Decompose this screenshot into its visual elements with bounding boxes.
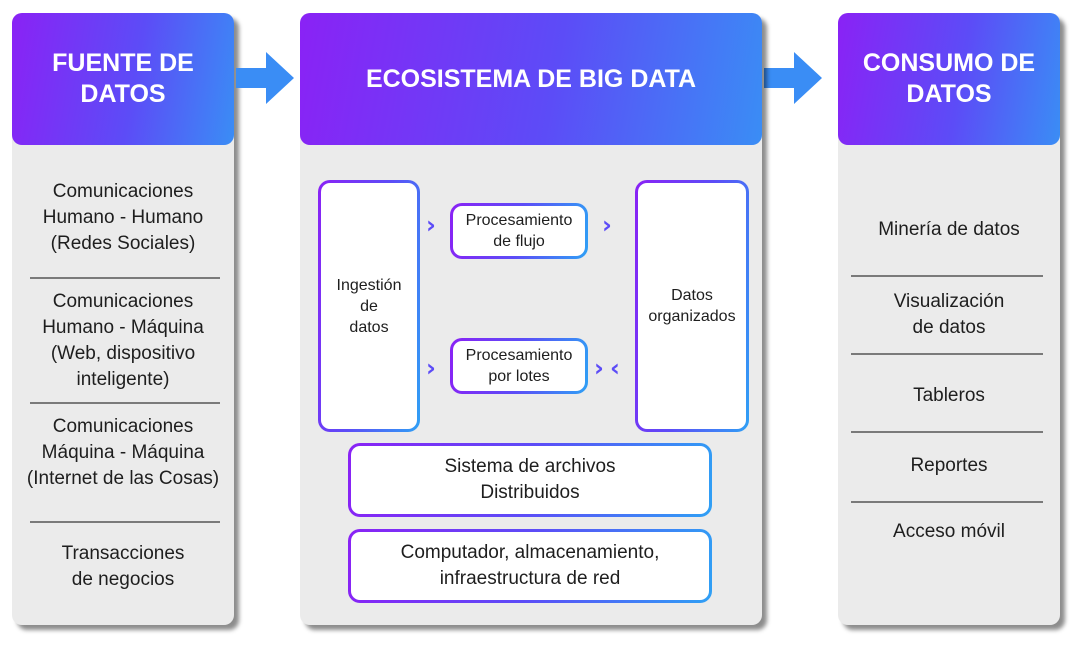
source-header: FUENTE DE DATOS — [12, 13, 234, 145]
ingestion-box: Ingestión de datos — [318, 180, 420, 432]
source-item: Comunicaciones Humano - Máquina (Web, di… — [42, 291, 204, 390]
ecosystem-header: ECOSISTEMA DE BIG DATA — [300, 13, 762, 145]
consumption-panel: CONSUMO DE DATOS Minería de datos Visual… — [838, 13, 1060, 625]
organized-data-box: Datos organizados — [635, 180, 749, 432]
ecosystem-panel: ECOSISTEMA DE BIG DATA Ingestión de dato… — [300, 13, 762, 625]
batch-processing-box: Procesamiento por lotes — [450, 338, 588, 394]
source-item: Comunicaciones Humano - Humano (Redes So… — [42, 181, 204, 254]
distributed-filesystem-box: Sistema de archivos Distribuidos — [348, 443, 712, 517]
arrow-right-icon — [236, 52, 294, 104]
consumption-item: Acceso móvil — [893, 521, 1005, 542]
divider — [851, 501, 1043, 503]
source-panel: FUENTE DE DATOS Comunicaciones Humano - … — [12, 13, 234, 625]
consumption-item: Reportes — [910, 455, 988, 476]
divider — [30, 521, 220, 523]
consumption-header: CONSUMO DE DATOS — [838, 13, 1060, 145]
chevron-right-icon: › — [602, 211, 612, 239]
consumption-item: Minería de datos — [878, 219, 1020, 240]
divider — [851, 275, 1043, 277]
stream-processing-box: Procesamiento de flujo — [450, 203, 588, 259]
infrastructure-box: Computador, almacenamiento, infraestruct… — [348, 529, 712, 603]
chevron-left-icon: ‹ — [610, 354, 620, 382]
divider — [851, 431, 1043, 433]
chevron-right-icon: › — [594, 354, 604, 382]
source-item: Transacciones de negocios — [61, 543, 185, 590]
divider — [30, 402, 220, 404]
divider — [851, 353, 1043, 355]
source-item: Comunicaciones Máquina - Máquina (Intern… — [26, 416, 220, 489]
arrow-right-icon — [764, 52, 822, 104]
chevron-right-icon: › — [426, 354, 436, 382]
chevron-right-icon: › — [426, 211, 436, 239]
divider — [30, 277, 220, 279]
consumption-item: Tableros — [913, 385, 985, 406]
consumption-item: Visualización de datos — [893, 291, 1005, 338]
